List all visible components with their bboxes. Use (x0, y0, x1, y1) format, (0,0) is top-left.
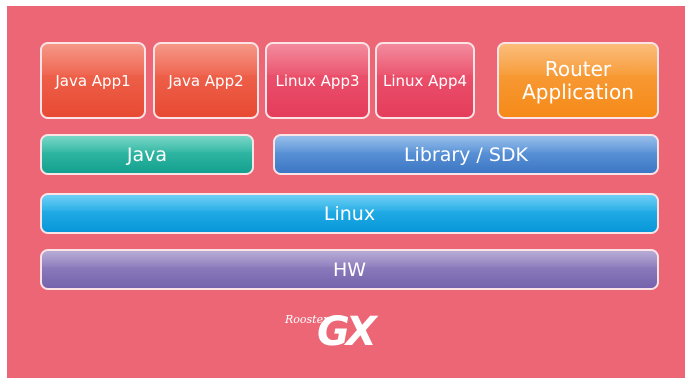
linux-layer-label: Linux (323, 202, 376, 225)
hw-layer: HW (40, 249, 659, 290)
router-application-label: Router Application (522, 56, 634, 104)
java-layer: Java (40, 134, 254, 175)
library-sdk-layer: Library / SDK (273, 134, 659, 175)
java-app1-label: Java App1 (55, 71, 131, 90)
linux-app4-label: Linux App4 (382, 71, 468, 90)
linux-layer: Linux (40, 193, 659, 234)
java-app2-label: Java App2 (168, 71, 244, 90)
logo-big-text: GX (317, 309, 377, 355)
linux-app4-block: Linux App4 (375, 42, 475, 119)
linux-app3-label: Linux App3 (275, 71, 360, 90)
linux-app3-block: Linux App3 (265, 42, 370, 119)
java-app1-block: Java App1 (40, 42, 146, 119)
logo-small-text: Rooster (285, 313, 329, 326)
router-application-block: Router Application (497, 42, 659, 119)
java-app2-block: Java App2 (153, 42, 259, 119)
rooster-gx-logo: Rooster GX (285, 309, 405, 366)
java-layer-label: Java (126, 143, 168, 166)
library-sdk-layer-label: Library / SDK (403, 143, 529, 166)
hw-layer-label: HW (332, 258, 367, 281)
